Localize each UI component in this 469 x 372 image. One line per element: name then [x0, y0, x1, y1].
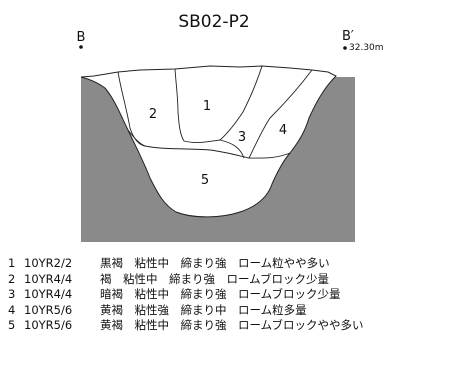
legend-row: 3 10YR4/4 暗褐 粘性中 締まり強 ロームブロック少量	[8, 287, 463, 303]
layer-label-2: 2	[149, 107, 157, 122]
section-drawing: SB02-P2 B B′ 32.30m 1 2 3 4 5	[77, 12, 384, 242]
layer-label-4: 4	[279, 123, 287, 138]
legend-description: 褐 粘性中 締まり強 ロームブロック少量	[100, 271, 329, 286]
legend-description: 黄褐 粘性強 締まり中 ローム粒多量	[100, 302, 307, 317]
boundary-layer-1-left	[174, 68, 221, 143]
figure-title: SB02-P2	[178, 12, 249, 32]
legend-row: 4 10YR5/6 黄褐 粘性強 締まり中 ローム粒多量	[8, 303, 463, 319]
legend-color-code: 10YR5/6	[24, 318, 73, 332]
layer-boundaries	[117, 65, 313, 159]
legend-description: 黒褐 粘性中 締まり強 ローム粒やや多い	[100, 256, 330, 270]
boundary-layer-4-left	[248, 69, 313, 159]
legend-number: 3	[8, 287, 16, 301]
legend-color-code: 10YR4/4	[24, 271, 73, 286]
legend-row: 1 10YR2/2 黒褐 粘性中 締まり強 ローム粒やや多い	[8, 256, 463, 272]
legend-color-code: 10YR5/6	[24, 302, 73, 317]
legend-color-code: 10YR2/2	[24, 256, 73, 270]
legend-number: 1	[8, 256, 16, 270]
legend-number: 5	[8, 318, 16, 332]
layer-legend: 1 10YR2/2 黒褐 粘性中 締まり強 ローム粒やや多い 2 10YR4/4…	[8, 256, 463, 334]
legend-number: 4	[8, 302, 16, 317]
point-label-b-prime: B′	[342, 29, 354, 44]
point-marker-b-prime	[343, 46, 347, 50]
legend-color-code: 10YR4/4	[24, 287, 73, 301]
surrounding-soil	[81, 66, 355, 242]
boundary-layer-2-left	[117, 71, 146, 147]
legend-row: 5 10YR5/6 黄褐 粘性中 締まり強 ロームブロックやや多い	[8, 318, 463, 334]
point-label-b: B	[77, 30, 86, 45]
legend-row: 2 10YR4/4 褐 粘性中 締まり強 ロームブロック少量	[8, 272, 463, 288]
layer-label-3: 3	[238, 130, 246, 145]
layer-label-1: 1	[203, 99, 211, 114]
legend-number: 2	[8, 271, 16, 286]
boundary-layer-5-top	[127, 129, 291, 159]
elevation-label: 32.30m	[349, 43, 384, 53]
legend-description: 暗褐 粘性中 締まり強 ロームブロック少量	[100, 287, 341, 301]
legend-description: 黄褐 粘性中 締まり強 ロームブロックやや多い	[100, 318, 364, 332]
boundary-layer-3-left	[219, 65, 263, 159]
layer-label-5: 5	[201, 173, 209, 188]
point-marker-b	[79, 45, 83, 49]
